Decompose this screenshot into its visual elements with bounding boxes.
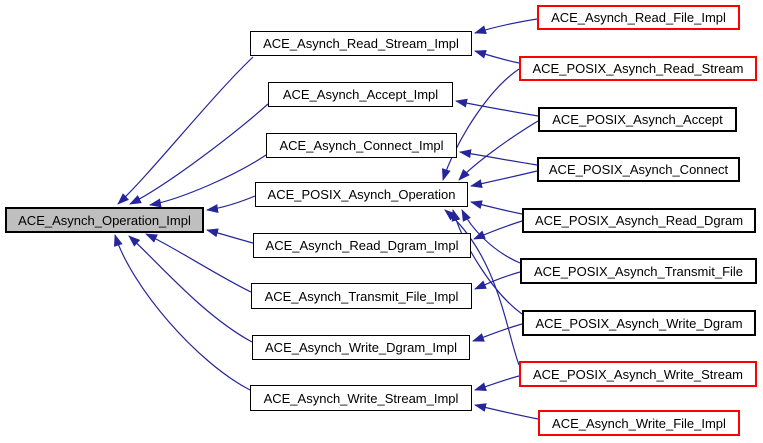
class-node-ace-posix-asynch-read-dgram[interactable]: ACE_POSIX_Asynch_Read_Dgram (522, 208, 756, 233)
class-node-ace-posix-asynch-transmit-file[interactable]: ACE_POSIX_Asynch_Transmit_File (520, 258, 757, 284)
class-node-ace-asynch-connect-impl[interactable]: ACE_Asynch_Connect_Impl (266, 133, 457, 158)
class-node-ace-posix-asynch-read-stream[interactable]: ACE_POSIX_Asynch_Read_Stream (519, 56, 757, 81)
inheritance-edge (458, 120, 539, 181)
inheritance-edge (117, 56, 254, 205)
class-node-ace-asynch-read-dgram-impl[interactable]: ACE_Asynch_Read_Dgram_Impl (253, 233, 471, 258)
class-node-ace-posix-asynch-write-stream[interactable]: ACE_POSIX_Asynch_Write_Stream (519, 361, 757, 387)
inheritance-edge (129, 103, 269, 205)
inheritance-edge (459, 149, 538, 166)
class-node-ace-asynch-operation-impl[interactable]: ACE_Asynch_Operation_Impl (5, 207, 204, 233)
inheritance-edge (128, 235, 253, 343)
inheritance-edge (444, 209, 520, 366)
inheritance-edge (472, 323, 523, 342)
class-node-ace-posix-asynch-connect[interactable]: ACE_POSIX_Asynch_Connect (537, 157, 740, 182)
inheritance-edge (474, 271, 521, 290)
inheritance-edge (474, 403, 539, 420)
inheritance-edge (470, 170, 538, 189)
inheritance-edge (145, 233, 252, 293)
inheritance-edge (474, 375, 520, 392)
inheritance-edge (473, 220, 523, 240)
inheritance-edge (114, 234, 251, 391)
inheritance-edge (474, 18, 538, 35)
class-node-ace-asynch-write-dgram-impl[interactable]: ACE_Asynch_Write_Dgram_Impl (252, 335, 470, 360)
inheritance-edge (470, 200, 523, 215)
class-node-ace-posix-asynch-operation[interactable]: ACE_POSIX_Asynch_Operation (255, 182, 468, 207)
class-node-ace-asynch-write-file-impl[interactable]: ACE_Asynch_Write_File_Impl (538, 410, 740, 436)
class-node-ace-posix-asynch-write-dgram[interactable]: ACE_POSIX_Asynch_Write_Dgram (522, 310, 756, 336)
class-node-ace-asynch-accept-impl[interactable]: ACE_Asynch_Accept_Impl (268, 82, 453, 107)
class-node-ace-posix-asynch-accept[interactable]: ACE_POSIX_Asynch_Accept (538, 107, 737, 132)
class-node-ace-asynch-write-stream-impl[interactable]: ACE_Asynch_Write_Stream_Impl (250, 385, 472, 411)
class-node-ace-asynch-read-file-impl[interactable]: ACE_Asynch_Read_File_Impl (537, 5, 740, 30)
class-node-ace-asynch-read-stream-impl[interactable]: ACE_Asynch_Read_Stream_Impl (250, 31, 472, 56)
class-node-ace-asynch-transmit-file-impl[interactable]: ACE_Asynch_Transmit_File_Impl (251, 283, 472, 309)
inheritance-edge (455, 98, 539, 117)
inheritance-edge (474, 49, 520, 64)
inheritance-edge (206, 228, 254, 244)
inheritance-edge (441, 68, 520, 181)
inheritance-edge (206, 195, 256, 214)
inheritance-edge (149, 154, 267, 208)
